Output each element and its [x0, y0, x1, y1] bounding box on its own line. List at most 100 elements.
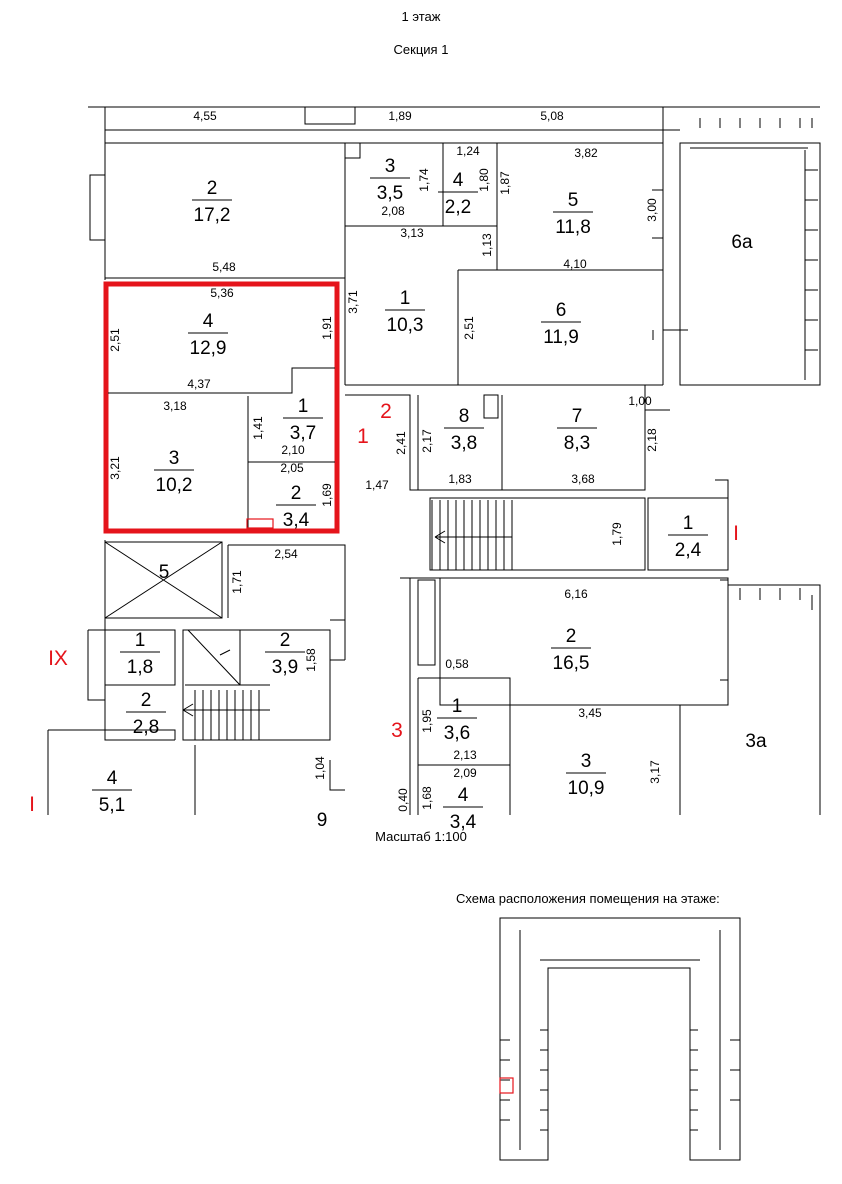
room-area: 2,4 [675, 540, 702, 561]
room-area: 3,7 [290, 423, 316, 444]
dimension-label: 2,10 [281, 443, 305, 457]
room-number: 4 [203, 311, 214, 332]
dimension-label: 1,68 [420, 786, 434, 810]
dimension-label: 2,09 [453, 766, 477, 780]
room-number: 2 [141, 690, 152, 711]
room-number: 4 [107, 768, 118, 789]
room-area: 3,5 [377, 183, 403, 204]
room-label: 12,4 [668, 513, 708, 561]
dimension-label: 2,05 [280, 461, 304, 475]
room-number: 2 [566, 626, 577, 647]
dimension-label: 1,24 [456, 144, 480, 158]
dimension-label: 3,18 [163, 399, 187, 413]
dimension-label: 1,80 [477, 168, 491, 192]
section-marker: I [29, 793, 35, 816]
room-area: 10,9 [568, 778, 605, 799]
room-area: 5,1 [99, 795, 125, 816]
room-label: 22,8 [126, 690, 166, 738]
section-title: Секция 1 [393, 42, 449, 57]
room-number: 5 [568, 190, 579, 211]
room-label: 78,3 [557, 406, 597, 454]
room-label: 13,7 [283, 396, 323, 444]
dimension-label: 0,40 [396, 788, 410, 812]
room-number: 3 [169, 448, 180, 469]
dimension-label: 3,21 [108, 456, 122, 480]
room-label: 33,5 [370, 156, 410, 204]
section-marker: I [733, 522, 739, 545]
selected-unit-outline [103, 281, 340, 534]
room-number: 1 [135, 630, 146, 651]
dimension-label: 1,89 [388, 109, 412, 123]
room-number: 4 [458, 785, 469, 806]
dimension-label: 4,10 [563, 257, 587, 271]
plan-label: 3а [745, 731, 767, 752]
scheme-title: Схема расположения помещения на этаже: [456, 891, 720, 906]
room-area: 11,8 [555, 217, 591, 238]
section-marker: IX [48, 647, 68, 670]
room-area: 10,3 [387, 315, 424, 336]
room-label: 11,8 [120, 630, 160, 678]
room-label: 611,9 [541, 300, 581, 348]
plan-label: 5 [159, 562, 170, 583]
dimension-label: 1,04 [313, 756, 327, 780]
dimension-label: 2,54 [274, 547, 298, 561]
dimension-label: 1,71 [230, 570, 244, 594]
room-number: 7 [572, 406, 583, 427]
dimension-label: 1,74 [417, 168, 431, 192]
room-label: 23,4 [276, 483, 316, 531]
room-number: 3 [385, 156, 396, 177]
room-area: 3,9 [272, 657, 298, 678]
dimension-label: 1,79 [610, 522, 624, 546]
room-area: 3,6 [444, 723, 470, 744]
room-area: 1,8 [127, 657, 153, 678]
room-number: 2 [280, 630, 291, 651]
dimension-label: 1,87 [498, 171, 512, 195]
room-number: 2 [291, 483, 302, 504]
dimension-label: 1,69 [320, 483, 334, 507]
room-area: 3,4 [283, 510, 310, 531]
dimension-label: 3,13 [400, 226, 424, 240]
dimension-label: 1,95 [420, 709, 434, 733]
room-area: 2,2 [445, 197, 471, 218]
room-label: 216,5 [551, 626, 591, 674]
plan-label: 9 [317, 810, 328, 831]
dimension-label: 6,16 [564, 587, 588, 601]
room-label: 23,9 [265, 630, 305, 678]
room-label: 310,2 [154, 448, 194, 496]
section-marker: 2 [380, 400, 392, 423]
room-area: 3,8 [451, 433, 477, 454]
dimension-label: 3,17 [648, 760, 662, 784]
unit-location-marker [499, 1077, 514, 1094]
room-area: 17,2 [194, 205, 231, 226]
dimension-label: 3,00 [645, 198, 659, 222]
site-scheme [499, 917, 741, 1161]
dimension-label: 4,55 [193, 109, 217, 123]
room-area: 12,9 [190, 338, 227, 359]
room-number: 1 [683, 513, 694, 534]
room-number: 4 [453, 170, 464, 191]
room-area: 11,9 [543, 327, 579, 348]
dimension-label: 1,00 [628, 394, 652, 408]
section-marker: 3 [391, 719, 403, 742]
dimension-label: 2,13 [453, 748, 477, 762]
room-area: 16,5 [553, 653, 590, 674]
room-number: 1 [298, 396, 309, 417]
dimension-label: 1,41 [251, 416, 265, 440]
room-number: 1 [452, 696, 463, 717]
dimension-label: 2,51 [108, 328, 122, 352]
dimension-label: 1,83 [448, 472, 472, 486]
dimension-label: 2,41 [394, 431, 408, 455]
dimension-label: 2,51 [462, 316, 476, 340]
dimension-label: 1,13 [480, 233, 494, 257]
room-label: 43,4 [443, 785, 483, 833]
room-label: 217,2 [192, 178, 232, 226]
dimension-label: 1,58 [304, 648, 318, 672]
room-label: 83,8 [444, 406, 484, 454]
room-label: 42,2 [438, 170, 478, 218]
dimension-label: 3,71 [346, 290, 360, 314]
room-label: 511,8 [553, 190, 593, 238]
dimension-label: 2,08 [381, 204, 405, 218]
room-area: 2,8 [133, 717, 159, 738]
dimension-label: 1,91 [320, 316, 334, 340]
room-area: 3,4 [450, 812, 477, 833]
